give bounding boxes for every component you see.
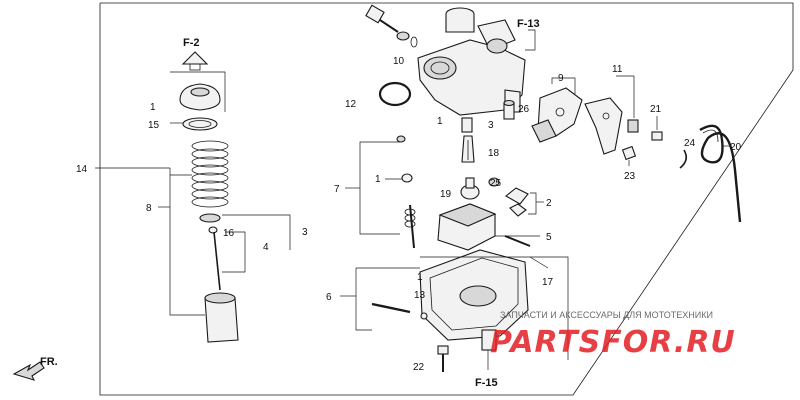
watermark-logo: PARTSFOR.RU [490, 325, 736, 360]
front-direction-arrow-icon [12, 361, 45, 381]
callout: 1 [375, 174, 381, 185]
callout: 7 [334, 184, 340, 195]
drain-screw [371, 302, 411, 314]
callout: 6 [326, 292, 332, 303]
callout: 19 [440, 189, 452, 200]
callout: 15 [148, 120, 160, 131]
chamber-screw [437, 345, 449, 355]
callout: 20 [730, 142, 742, 153]
float-pin [504, 235, 531, 247]
callout: 3 [488, 120, 494, 131]
hose-clip [679, 149, 688, 169]
callout: 5 [546, 232, 552, 243]
callout: 2 [546, 198, 552, 209]
callout: 10 [393, 56, 405, 67]
callout: 26 [518, 104, 530, 115]
callout: 14 [76, 164, 88, 175]
callout: 11 [612, 64, 623, 75]
small-cap-1 [396, 135, 406, 143]
callout: 8 [146, 203, 152, 214]
main-jet [461, 117, 473, 133]
pilot-jet [401, 173, 413, 183]
ref-f13: F-13 [517, 18, 540, 30]
intake-flange [423, 56, 457, 80]
carb-top-cap [179, 83, 221, 111]
o-ring-12 [378, 81, 412, 107]
callout: 12 [345, 99, 357, 110]
throttle-valve [204, 297, 239, 343]
cap-gasket [182, 117, 218, 131]
callout: 21 [650, 104, 662, 115]
throttle-valve-spring [191, 140, 229, 208]
jet-needle [213, 231, 221, 291]
ref-front: FR. [40, 356, 58, 368]
callout: 4 [263, 242, 269, 253]
bracket-plate [584, 97, 623, 155]
bracket-top [170, 71, 226, 112]
watermark-tagline: ЗАПЧАСТИ И АКСЕССУАРЫ ДЛЯ МОТОТЕХНИКИ [500, 310, 713, 320]
diagram-frame [99, 2, 794, 396]
screw-21 [651, 131, 663, 141]
needle-clip [208, 226, 218, 234]
callout: 25 [490, 178, 502, 189]
callout: 16 [223, 228, 235, 239]
callout: 9 [558, 73, 564, 84]
callout: 18 [488, 148, 500, 159]
bolt-11 [627, 119, 639, 133]
callout: 13 [414, 290, 426, 301]
callout: 24 [684, 138, 696, 149]
clip-2b [509, 203, 527, 217]
needle-retainer [199, 213, 221, 223]
callout: 3 [302, 227, 308, 238]
up-arrow-stem [189, 63, 201, 71]
callout: 1 [437, 116, 443, 127]
callout: 22 [413, 362, 425, 373]
ref-f15: F-15 [475, 377, 498, 389]
callout: 23 [624, 171, 636, 182]
callout: 1 [417, 272, 423, 283]
cap-nipple [190, 87, 210, 97]
callout: 1 [150, 102, 156, 113]
screw-23 [621, 145, 637, 161]
jet-holder [488, 177, 500, 187]
up-arrow-icon [181, 51, 209, 65]
idle-adjust-screw [365, 4, 418, 48]
vent-tube [699, 124, 742, 223]
callout-labels: 1 15 14 8 16 3 4 10 12 1 3 18 1 7 19 25 … [76, 56, 742, 373]
clip-2a [505, 187, 529, 205]
drain-plug [481, 329, 497, 351]
callout: 17 [542, 277, 554, 288]
ref-f2: F-2 [183, 37, 200, 49]
